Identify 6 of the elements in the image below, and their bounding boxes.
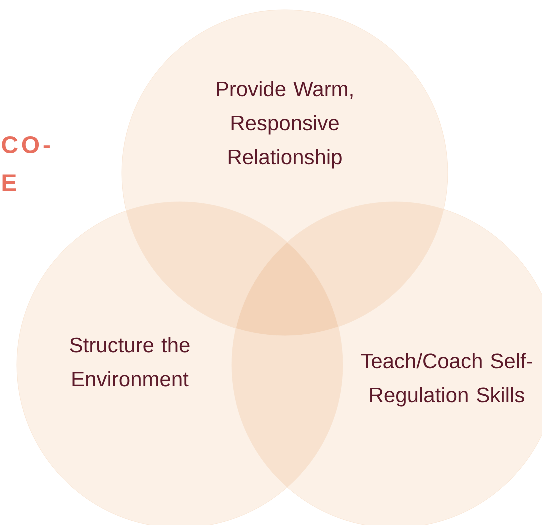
circle-label: Structure the Environment — [70, 337, 190, 387]
circle-label: Teach/Coach Self-Regulation Skills — [361, 353, 532, 407]
circle — [122, 10, 448, 336]
heading-fragment: CO- — [2, 136, 50, 154]
heading-fragment: E — [2, 174, 16, 192]
circle-label: Provide Warm, Responsive Relationship — [217, 81, 353, 169]
